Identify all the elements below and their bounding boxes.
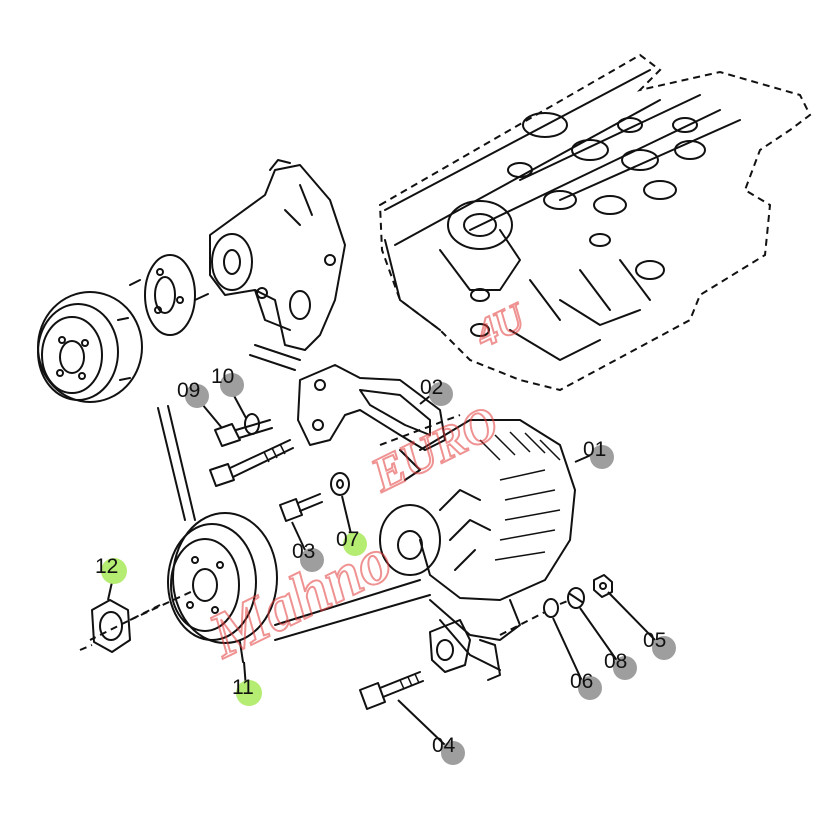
- callout-12[interactable]: 12: [95, 555, 127, 584]
- callout-05[interactable]: 05: [643, 629, 676, 660]
- bolt-03: [279, 493, 323, 522]
- crankshaft-pulley: [167, 512, 278, 663]
- alternator: [379, 419, 576, 671]
- washer-06: [543, 598, 559, 618]
- svg-text:08: 08: [604, 650, 627, 673]
- callout-06[interactable]: 06: [570, 670, 602, 700]
- washer-10: [244, 413, 260, 435]
- svg-text:04: 04: [432, 734, 456, 757]
- callout-02[interactable]: 02: [420, 376, 453, 406]
- fan-hub: [129, 254, 209, 336]
- svg-text:12: 12: [95, 555, 118, 578]
- callout-08[interactable]: 08: [604, 650, 637, 680]
- svg-text:05: 05: [643, 629, 666, 652]
- callout-07[interactable]: 07: [336, 528, 367, 556]
- svg-text:10: 10: [211, 365, 234, 388]
- svg-text:03: 03: [292, 540, 315, 563]
- watermark-logo: Mahno EURO 4U: [197, 292, 535, 672]
- svg-text:07: 07: [336, 528, 359, 551]
- long-bolt: [209, 439, 294, 487]
- svg-text:02: 02: [420, 376, 443, 399]
- callout-09[interactable]: 09: [177, 379, 209, 408]
- water-pump-pulley: [37, 291, 143, 403]
- bolt-04: [359, 671, 424, 710]
- crank-nut: [79, 589, 196, 653]
- svg-text:11: 11: [232, 676, 254, 699]
- callout-10[interactable]: 10: [211, 365, 244, 397]
- engine-head-block: [378, 53, 812, 392]
- svg-text:09: 09: [177, 379, 200, 402]
- svg-text:01: 01: [583, 438, 606, 461]
- callout-11[interactable]: 11: [232, 676, 262, 706]
- nut-05: [593, 574, 613, 598]
- svg-text:4U: 4U: [467, 293, 533, 356]
- bolt-09: [214, 419, 273, 447]
- alternator-bracket: [297, 364, 446, 451]
- callout-04[interactable]: 04: [432, 734, 465, 765]
- spring-washer-08: [567, 587, 585, 609]
- mounting-bracket: [429, 619, 501, 681]
- svg-text:06: 06: [570, 670, 593, 693]
- fan-belt: [157, 344, 431, 641]
- washer-07: [330, 472, 350, 496]
- callout-03[interactable]: 03: [292, 540, 324, 572]
- water-pump: [209, 159, 346, 351]
- callout-01[interactable]: 01: [583, 438, 614, 469]
